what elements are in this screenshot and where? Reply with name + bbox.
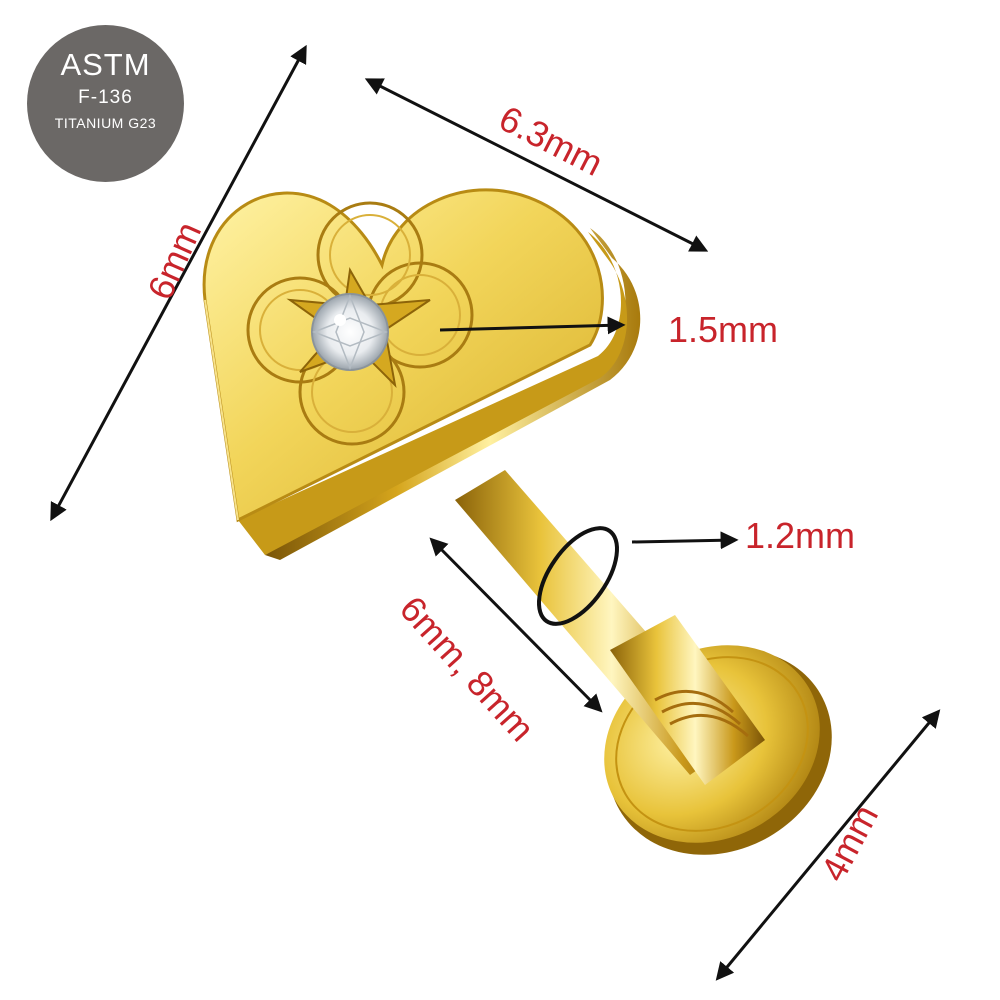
label-top-thickness: 1.5mm [668, 309, 779, 350]
badge-standard-label: F-136 [78, 87, 133, 108]
material-badge: ASTM F-136 TITANIUM G23 [27, 25, 184, 182]
badge-material-label: TITANIUM G23 [54, 115, 157, 131]
arrow-bar-length [429, 537, 603, 713]
crystal-gem [311, 293, 389, 371]
arrow-top-height [50, 44, 307, 522]
label-gauge: 1.2mm [745, 515, 856, 556]
arrow-top-width [364, 78, 709, 252]
arrow-disc-diameter [715, 709, 941, 981]
badge-astm-label: ASTM [60, 47, 151, 82]
arrow-top-thickness [439, 316, 626, 335]
arrow-gauge [631, 531, 739, 550]
